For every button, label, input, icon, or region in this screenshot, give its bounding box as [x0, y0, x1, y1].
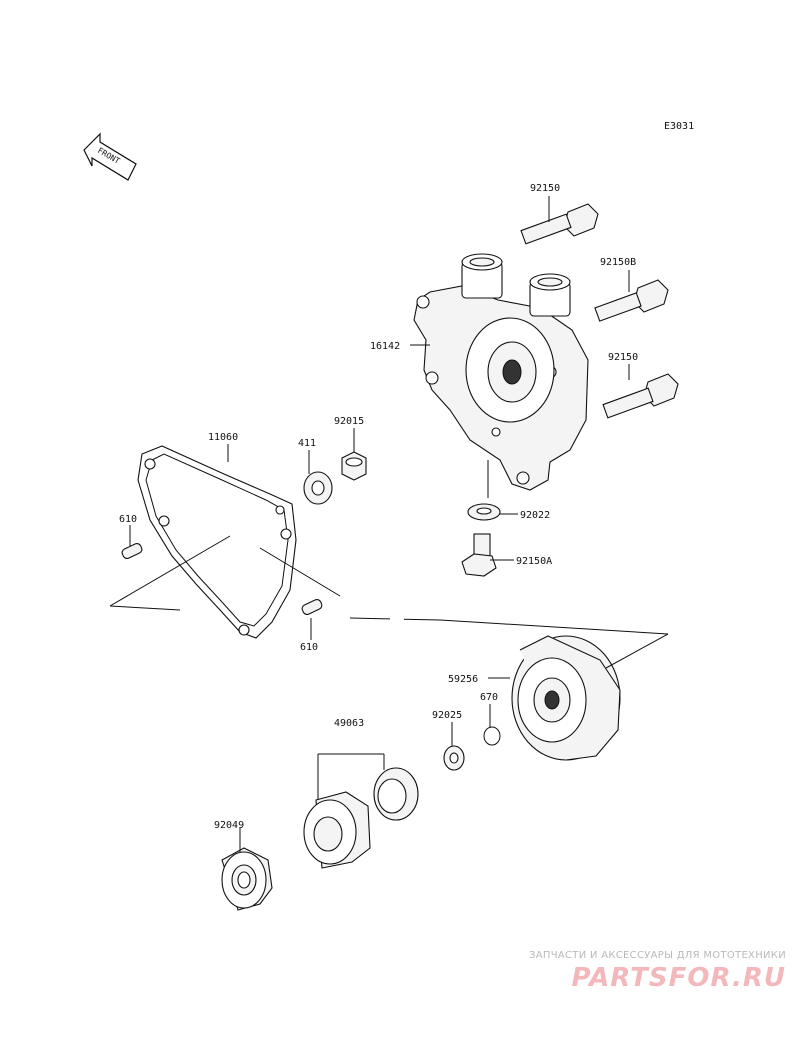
label-92150a: 92150A [516, 556, 552, 567]
gasket-11060 [137, 445, 297, 639]
label-49063: 49063 [334, 718, 364, 729]
label-92015: 92015 [334, 416, 364, 427]
watermark-caption: ЗАПЧАСТИ И АКСЕССУАРЫ ДЛЯ МОТОТЕХНИКИ [529, 950, 786, 961]
label-92150b: 92150B [600, 257, 636, 268]
washer-92022 [467, 503, 501, 521]
bearing-92049 [221, 847, 273, 911]
label-411: 411 [298, 438, 316, 449]
pump-cover-16142 [413, 253, 589, 491]
bolt-92150b [594, 279, 669, 322]
watermark-logo: PARTSFOR.RU [571, 963, 786, 993]
watermark: ЗАПЧАСТИ И АКСЕССУАРЫ ДЛЯ МОТОТЕХНИКИ PA… [486, 950, 786, 993]
label-610-bottom: 610 [300, 642, 318, 653]
label-16142: 16142 [370, 341, 400, 352]
dowel-pin-610-left [121, 543, 143, 559]
bolt-92150-top [520, 203, 599, 245]
label-670: 670 [480, 692, 498, 703]
dowel-pin-610-bottom [301, 599, 323, 615]
leader-lines [109, 196, 669, 852]
front-arrow-icon: FRONT [83, 132, 137, 181]
label-610-left: 610 [119, 514, 137, 525]
label-92150-top: 92150 [530, 183, 560, 194]
washer-411 [303, 471, 333, 505]
label-92150-right: 92150 [608, 352, 638, 363]
impeller-59256 [511, 635, 621, 761]
label-59256: 59256 [448, 674, 478, 685]
mechanical-seal-49063 [303, 767, 419, 869]
label-11060: 11060 [208, 432, 238, 443]
diagram-code: E3031 [664, 121, 694, 132]
washer-92025 [443, 745, 465, 771]
nut-92015 [341, 451, 367, 481]
label-92022: 92022 [520, 510, 550, 521]
label-92049: 92049 [214, 820, 244, 831]
label-92025: 92025 [432, 710, 462, 721]
bolt-92150a [461, 533, 497, 577]
bolt-92150-right [602, 373, 679, 419]
o-ring-670 [483, 726, 501, 746]
